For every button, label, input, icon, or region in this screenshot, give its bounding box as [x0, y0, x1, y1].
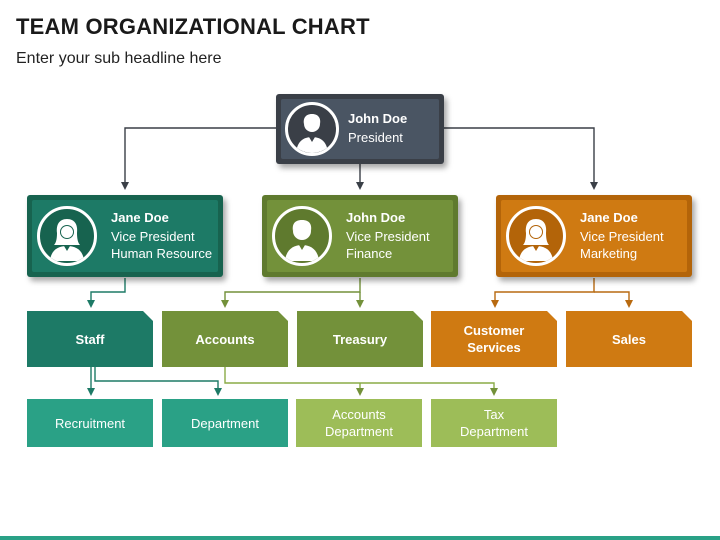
- male-avatar-icon: [285, 102, 339, 156]
- vp-finance-card: John Doe Vice President Finance: [262, 195, 458, 277]
- sub-department: Department: [162, 399, 288, 447]
- dept-treasury: Treasury: [297, 311, 423, 367]
- staff-connectors: [87, 366, 222, 396]
- male-avatar-icon: [272, 206, 332, 266]
- sub-tax-department-label: Tax Department: [460, 407, 528, 439]
- vp-hr-card: Jane Doe Vice President Human Resource: [27, 195, 223, 277]
- dept-accounts: Accounts: [162, 311, 288, 367]
- sub-accounts-department-label: Accounts Department: [325, 407, 393, 439]
- dept-sales: Sales: [566, 311, 692, 367]
- vp-hr-role: Vice President: [111, 229, 195, 244]
- president-connectors: [121, 127, 598, 190]
- vp-hr-name: Jane Doe: [111, 210, 169, 225]
- marketing-connectors: [491, 278, 633, 308]
- page-title: TEAM ORGANIZATIONAL CHART: [16, 14, 370, 39]
- vp-finance-area: Finance: [346, 246, 393, 261]
- dept-customer-services-label: Customer Services: [463, 323, 525, 355]
- bottom-accent-bar: [0, 536, 720, 540]
- hr-connectors: [87, 278, 126, 308]
- vp-marketing-card: Jane Doe Vice President Marketing: [496, 195, 692, 277]
- female-avatar-icon: [37, 206, 97, 266]
- dept-staff: Staff: [27, 311, 153, 367]
- sub-accounts-department: Accounts Department: [296, 399, 422, 447]
- president-name: John Doe: [348, 111, 408, 126]
- dept-customer-services: Customer Services: [431, 311, 557, 367]
- vp-marketing-name: Jane Doe: [580, 210, 638, 225]
- president-card: John Doe President: [276, 94, 444, 164]
- vp-finance-role: Vice President: [346, 229, 430, 244]
- finance-connectors: [221, 278, 364, 308]
- vp-finance-name: John Doe: [346, 210, 406, 225]
- vp-marketing-role: Vice President: [580, 229, 664, 244]
- female-avatar-icon: [506, 206, 566, 266]
- sub-recruitment: Recruitment: [27, 399, 153, 447]
- vp-hr-area: Human Resource: [111, 246, 213, 261]
- page-subtitle: Enter your sub headline here: [16, 50, 222, 67]
- accounts-connectors: [224, 366, 498, 396]
- president-role: President: [348, 130, 403, 145]
- sub-tax-department: Tax Department: [431, 399, 557, 447]
- vp-marketing-area: Marketing: [580, 246, 638, 261]
